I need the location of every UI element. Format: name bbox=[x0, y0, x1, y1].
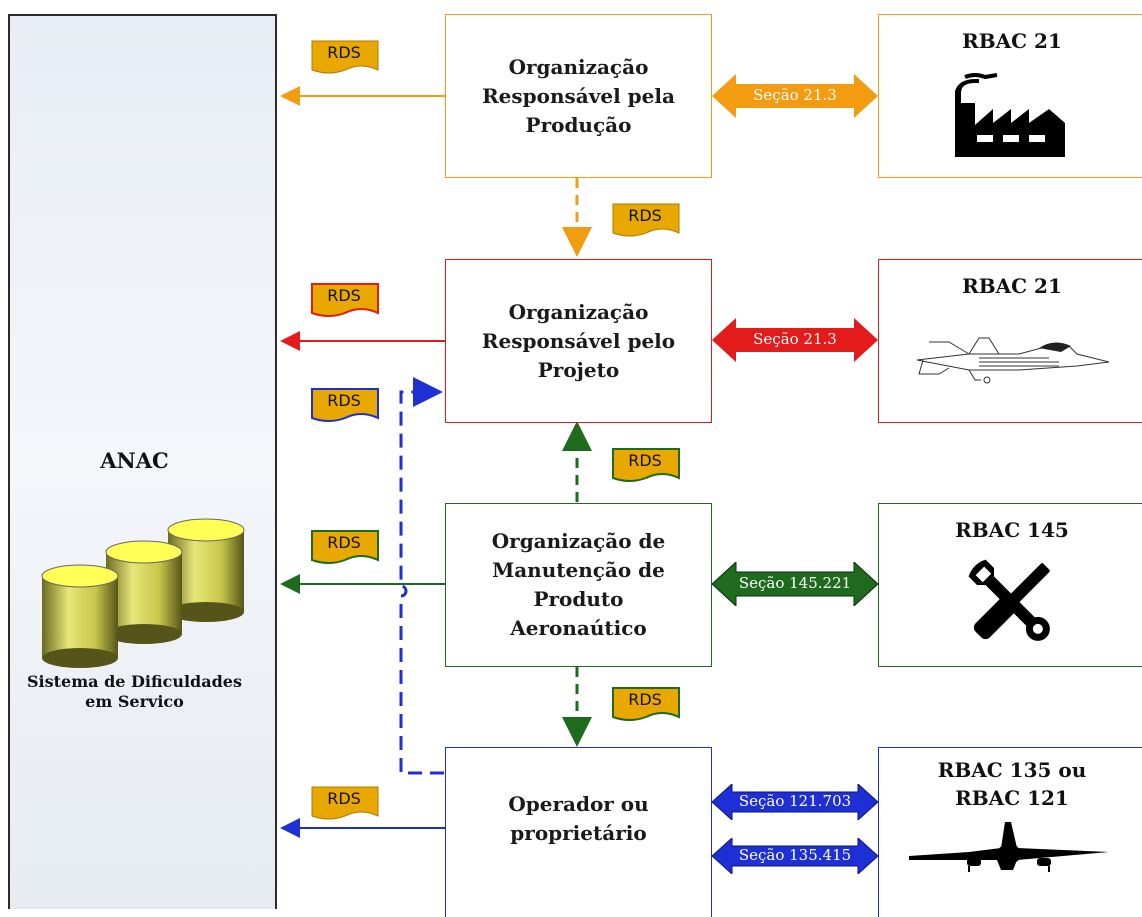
section-arrow-production: Seção 21.3 bbox=[712, 74, 878, 118]
anac-subtitle: Sistema de Dificuldades em Servico bbox=[0, 672, 269, 712]
org-label-line: Responsável pela bbox=[482, 83, 675, 108]
fighter-jet-icon bbox=[916, 337, 1110, 384]
rds-badge: RDS bbox=[311, 283, 379, 317]
anac-subtitle-line: Sistema de Dificuldades bbox=[27, 672, 242, 691]
org-label-line: Responsável pelo bbox=[481, 328, 676, 353]
arrow-operator-to-project bbox=[399, 377, 444, 775]
rds-label: RDS bbox=[628, 690, 662, 709]
rds-label: RDS bbox=[327, 391, 361, 410]
rds-label: RDS bbox=[327, 43, 361, 62]
reg-rbac21-production: RBAC 21 bbox=[878, 14, 1142, 178]
rds-label: RDS bbox=[327, 789, 361, 808]
rds-badge: RDS bbox=[612, 448, 680, 482]
section-label: Seção 121.703 bbox=[738, 792, 852, 810]
section-label: Seção 135.415 bbox=[738, 846, 852, 864]
factory-icon bbox=[955, 73, 1065, 157]
database-icon bbox=[41, 518, 245, 668]
anac-panel bbox=[8, 14, 277, 909]
rds-badge: RDS bbox=[311, 786, 379, 820]
org-label-line: Aeronaútico bbox=[510, 616, 647, 640]
reg-title-line: RBAC 135 ou bbox=[937, 758, 1087, 782]
reg-rbac21-project: RBAC 21 bbox=[878, 259, 1142, 423]
org-label-line: Organização de bbox=[491, 529, 666, 553]
rds-badge: RDS bbox=[311, 40, 379, 74]
org-label-line: Organização bbox=[508, 299, 649, 324]
org-maintenance: Organização de Manutenção de Produto Aer… bbox=[445, 503, 712, 667]
rds-badge: RDS bbox=[612, 687, 680, 721]
reg-rbac135-121: RBAC 135 ou RBAC 121 bbox=[878, 747, 1142, 917]
rds-badge: RDS bbox=[612, 203, 680, 237]
reg-rbac145: RBAC 145 bbox=[878, 503, 1142, 667]
section-arrow-operator-121: Seção 121.703 bbox=[712, 784, 878, 820]
org-operator: Operador ou proprietário bbox=[445, 747, 712, 917]
anac-subtitle-line: em Servico bbox=[85, 692, 184, 711]
airliner-icon bbox=[909, 822, 1109, 872]
reg-title: RBAC 21 bbox=[962, 274, 1062, 298]
org-label-line: Produção bbox=[525, 112, 632, 137]
org-label-line: proprietário bbox=[510, 820, 647, 845]
org-label-line: Projeto bbox=[537, 357, 620, 382]
org-label-line: Produto bbox=[533, 587, 624, 611]
reg-title: RBAC 145 bbox=[955, 518, 1069, 542]
anac-title: ANAC bbox=[100, 448, 169, 473]
org-label-line: Manutenção de bbox=[492, 558, 665, 582]
reg-title: RBAC 135 ou RBAC 121 bbox=[879, 756, 1142, 812]
section-arrow-maintenance: Seção 145.221 bbox=[712, 562, 878, 606]
rds-label: RDS bbox=[327, 286, 361, 305]
reg-title: RBAC 21 bbox=[962, 29, 1062, 53]
rds-badge: RDS bbox=[311, 530, 379, 564]
org-label-line: Operador ou bbox=[508, 791, 649, 816]
section-label: Seção 21.3 bbox=[753, 330, 837, 348]
org-label-line: Organização bbox=[508, 54, 649, 79]
tools-icon bbox=[968, 559, 1050, 641]
section-arrow-project: Seção 21.3 bbox=[712, 318, 878, 362]
rds-label: RDS bbox=[628, 206, 662, 225]
section-label: Seção 21.3 bbox=[753, 86, 837, 104]
rds-label: RDS bbox=[628, 451, 662, 470]
section-label: Seção 145.221 bbox=[738, 574, 852, 592]
section-arrow-operator-135: Seção 135.415 bbox=[712, 838, 878, 874]
rds-label: RDS bbox=[327, 533, 361, 552]
org-project: Organização Responsável pelo Projeto bbox=[445, 259, 712, 423]
rds-badge: RDS bbox=[311, 388, 379, 422]
reg-title-line: RBAC 121 bbox=[955, 786, 1069, 810]
org-production: Organização Responsável pela Produção bbox=[445, 14, 712, 178]
